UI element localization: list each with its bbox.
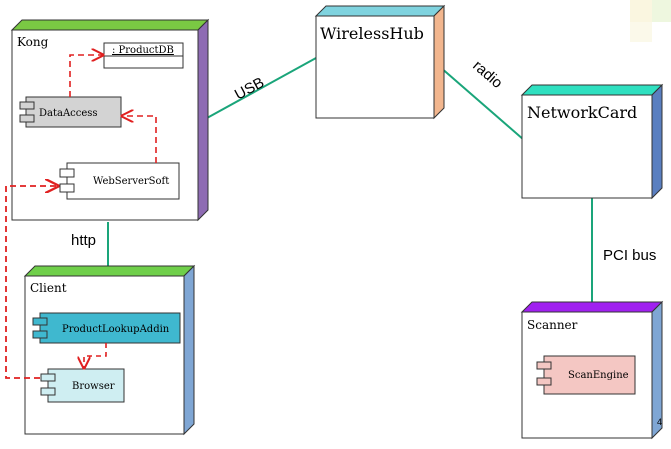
product-db-object: : ProductDB xyxy=(103,42,184,69)
dependency-dataaccess-to-productdb xyxy=(69,55,103,97)
data-access-label: DataAccess xyxy=(39,108,98,119)
node-kong-label: Kong xyxy=(17,35,49,49)
radio-link-label: radio xyxy=(469,57,505,92)
node-network-card: NetworkCard xyxy=(520,83,664,200)
scan-engine-label: ScanEngine xyxy=(568,370,629,381)
dependency-addin-to-browser xyxy=(84,343,107,368)
component-product-lookup-addin: ProductLookupAddin xyxy=(32,312,181,344)
dependency-webserver-to-dataaccess xyxy=(122,116,157,163)
component-browser: Browser xyxy=(40,368,125,403)
component-web-server-soft: WebServerSoft xyxy=(59,162,180,200)
http-link-label: http xyxy=(71,232,96,249)
radio-link-line xyxy=(431,59,525,141)
component-scan-engine: ScanEngine xyxy=(536,355,636,395)
browser-label: Browser xyxy=(72,381,115,392)
usb-link-line xyxy=(206,57,317,119)
component-data-access: DataAccess xyxy=(19,96,122,128)
node-client: Client xyxy=(23,264,196,436)
corner-logo xyxy=(630,0,671,42)
node-scanner-label: Scanner xyxy=(527,318,578,332)
page-number: 4 xyxy=(657,417,662,427)
product-lookup-addin-label: ProductLookupAddin xyxy=(62,324,170,335)
web-server-soft-label: WebServerSoft xyxy=(93,176,169,187)
product-db-label: : ProductDB xyxy=(112,45,174,56)
node-network-card-label: NetworkCard xyxy=(527,103,637,122)
usb-link-label: USB xyxy=(232,74,267,103)
pci-bus-link-label: PCI bus xyxy=(603,247,656,264)
dependency-browser-to-webserver xyxy=(5,186,58,379)
node-wireless-hub-label: WirelessHub xyxy=(320,24,424,43)
node-wireless-hub: WirelessHub xyxy=(314,4,446,120)
node-client-label: Client xyxy=(30,281,67,295)
